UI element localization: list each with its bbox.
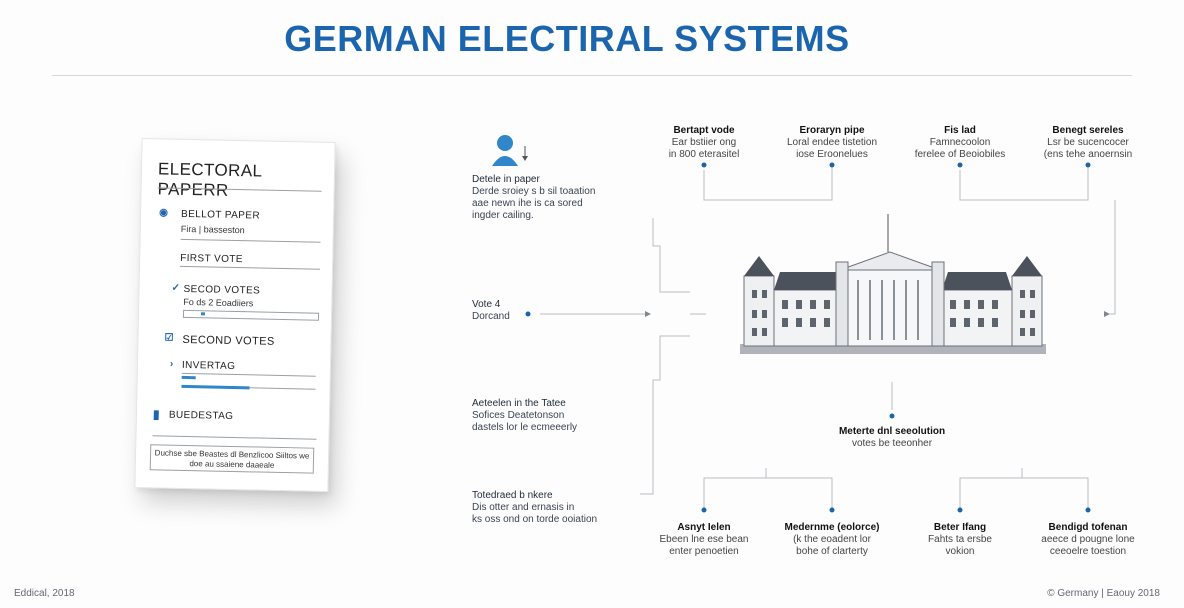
annotation-line: Sofices Deatetonson xyxy=(472,410,565,421)
bottom-node-desc: enter penoetien xyxy=(669,546,739,557)
annotation-line: ks oss ond on torde ooiation xyxy=(472,514,598,525)
annotation-title: Detele in paper xyxy=(472,174,540,185)
annotation-line: Dis otter and ernasis in xyxy=(472,502,575,513)
top-node-desc: Loral endee tistetion xyxy=(786,137,878,148)
annotation-line: dastels lor le ecmeeerly xyxy=(472,422,578,433)
footer-left: Eddical, 2018 xyxy=(14,588,75,599)
bottom-node-title: Beter Ifang xyxy=(933,522,987,533)
footer-right: © Germany | Eaouy 2018 xyxy=(1047,588,1160,599)
title-divider xyxy=(52,75,1132,76)
bottom-node-desc: Fahts ta ersbe xyxy=(928,534,992,545)
top-node-desc: iose Eroonelues xyxy=(796,149,868,160)
bottom-node-title: Asnyt Ielen xyxy=(677,522,731,533)
bottom-node-desc: Ebeen lne ese bean xyxy=(659,534,749,545)
top-node-title: Benegt sereles xyxy=(1052,125,1124,136)
page-title: GERMAN ELECTIRAL SYSTEMS xyxy=(284,18,850,59)
top-node-desc: (ens tehe anoernsin xyxy=(1043,149,1133,160)
top-node-desc: ferelee of Beoiobiles xyxy=(914,149,1006,160)
bottom-node-desc: ceeoelre toestion xyxy=(1049,546,1127,557)
parliament-building-icon xyxy=(740,214,1046,354)
bottom-node-title: Bendigd tofenan xyxy=(1048,522,1128,533)
bottom-node-desc: vokion xyxy=(945,546,975,557)
annotation-line: Dorcand xyxy=(472,311,510,322)
center-title: Meterte dnl seeolution xyxy=(838,426,946,437)
bottom-node-desc: bohe of clarterty xyxy=(796,546,868,557)
top-node-title: Fis lad xyxy=(944,125,976,136)
annotation-title: Vote 4 xyxy=(472,299,501,310)
person-icon xyxy=(492,135,528,166)
bottom-node-title: Medernme (eolorce) xyxy=(784,522,880,533)
annotation-line: Derde sroiey s b sil toaation xyxy=(472,186,596,197)
top-node-desc: in 800 eterasitel xyxy=(668,149,740,160)
top-node-desc: Famnecoolon xyxy=(929,137,991,148)
top-node-title: Bertapt vode xyxy=(673,125,735,136)
annotation-title: Totedraed b nkere xyxy=(472,490,553,501)
bottom-node-desc: (k the eoadent lor xyxy=(793,534,871,545)
top-node-title: Eroraryn pipe xyxy=(799,125,865,136)
top-node-desc: Lsr be sucencocer xyxy=(1047,137,1129,148)
annotation-line: ingder cailing. xyxy=(472,210,534,221)
top-node-desc: Ear bstiier ong xyxy=(671,137,737,148)
bottom-node-desc: aeece d pougne lone xyxy=(1041,534,1135,545)
annotation-title: Aeteelen in the Tatee xyxy=(472,398,566,409)
center-desc: votes be teeonher xyxy=(851,438,933,449)
annotation-line: aae newn ihe is ca sored xyxy=(472,198,583,209)
